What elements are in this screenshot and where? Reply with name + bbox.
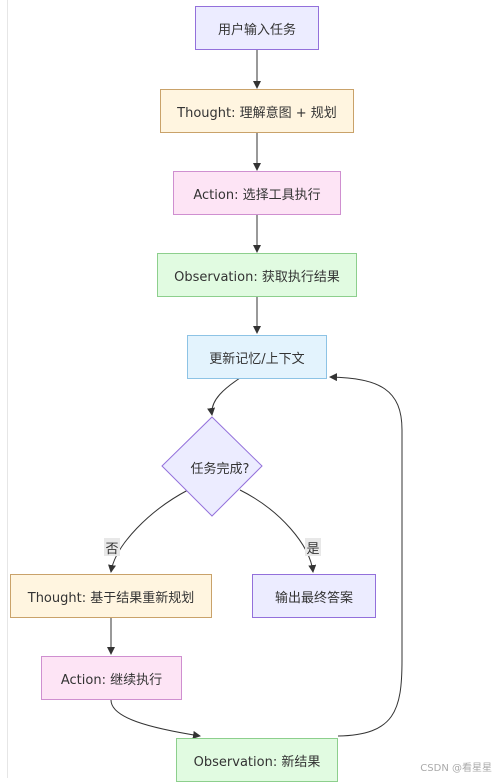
edge-label-no: 否 [104, 538, 120, 557]
node-observation: Observation: 获取执行结果 [157, 253, 357, 297]
node-thought-replan: Thought: 基于结果重新规划 [10, 574, 212, 618]
node-user-input: 用户输入任务 [195, 6, 319, 50]
node-observation-label: Observation: 获取执行结果 [174, 269, 340, 285]
node-action-continue-label: Action: 继续执行 [60, 672, 163, 688]
node-user-input-label: 用户输入任务 [217, 22, 296, 38]
node-observation-new-label: Observation: 新结果 [193, 754, 321, 770]
edge-newobs-back-to-update [329, 373, 403, 737]
node-thought: Thought: 理解意图 + 规划 [160, 89, 354, 133]
node-update-memory-label: 更新记忆/上下文 [209, 351, 305, 367]
edge-update-to-decision [207, 377, 241, 416]
node-observation-new: Observation: 新结果 [176, 738, 338, 782]
csdn-watermark: CSDN @看星星 [420, 763, 492, 774]
node-thought-replan-label: Thought: 基于结果重新规划 [27, 590, 195, 606]
node-thought-label: Thought: 理解意图 + 规划 [177, 105, 337, 121]
node-final-answer: 输出最终答案 [252, 574, 376, 618]
node-action-continue: Action: 继续执行 [41, 656, 182, 700]
edge-decision-to-final [239, 489, 317, 573]
decision-label: 任务完成? [190, 461, 250, 477]
node-action-label: Action: 选择工具执行 [193, 187, 321, 203]
node-final-answer-label: 输出最终答案 [274, 590, 353, 606]
node-action: Action: 选择工具执行 [173, 171, 341, 215]
edge-label-yes: 是 [305, 538, 321, 557]
node-update-memory: 更新记忆/上下文 [187, 335, 327, 379]
left-border-line [7, 0, 8, 778]
edge-decision-to-replan [108, 489, 189, 573]
edge-action-to-newobs [110, 699, 201, 739]
decision-diamond [161, 416, 263, 517]
